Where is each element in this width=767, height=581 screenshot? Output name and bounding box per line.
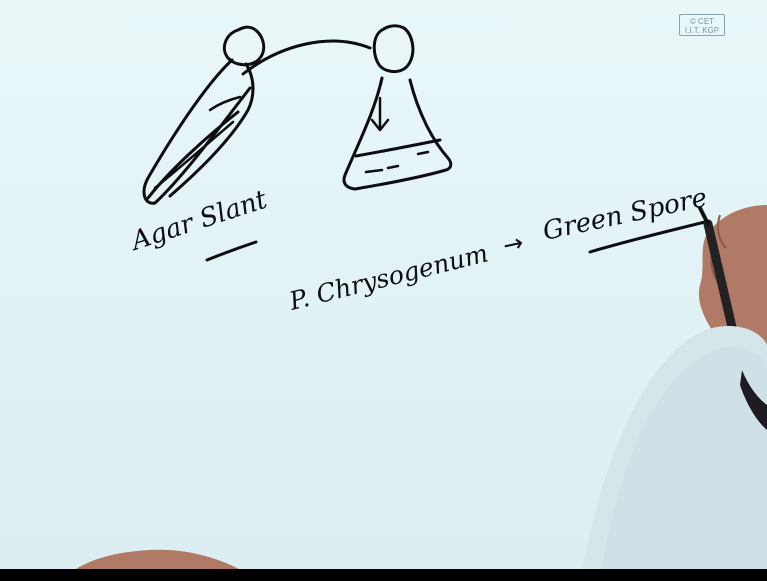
spore-underline (588, 220, 707, 254)
cet-watermark: © CET I.I.T. KGP (679, 14, 725, 36)
watermark-line1: © CET (689, 17, 715, 26)
test-tube-drawing (142, 25, 266, 205)
agar-slant-label: Agar Slant (126, 185, 271, 258)
transfer-arc (241, 39, 372, 76)
slant-underline (205, 240, 258, 262)
organism-name: P. Chrysogenum (285, 238, 490, 316)
conical-flask-drawing (342, 24, 453, 191)
presenter-hand (580, 205, 767, 581)
watermark-line2: I.I.T. KGP (684, 26, 720, 35)
formula-arrow: → (500, 228, 525, 260)
letterbox-bottom (0, 569, 767, 581)
green-spore-label: Green Spore (540, 183, 709, 247)
